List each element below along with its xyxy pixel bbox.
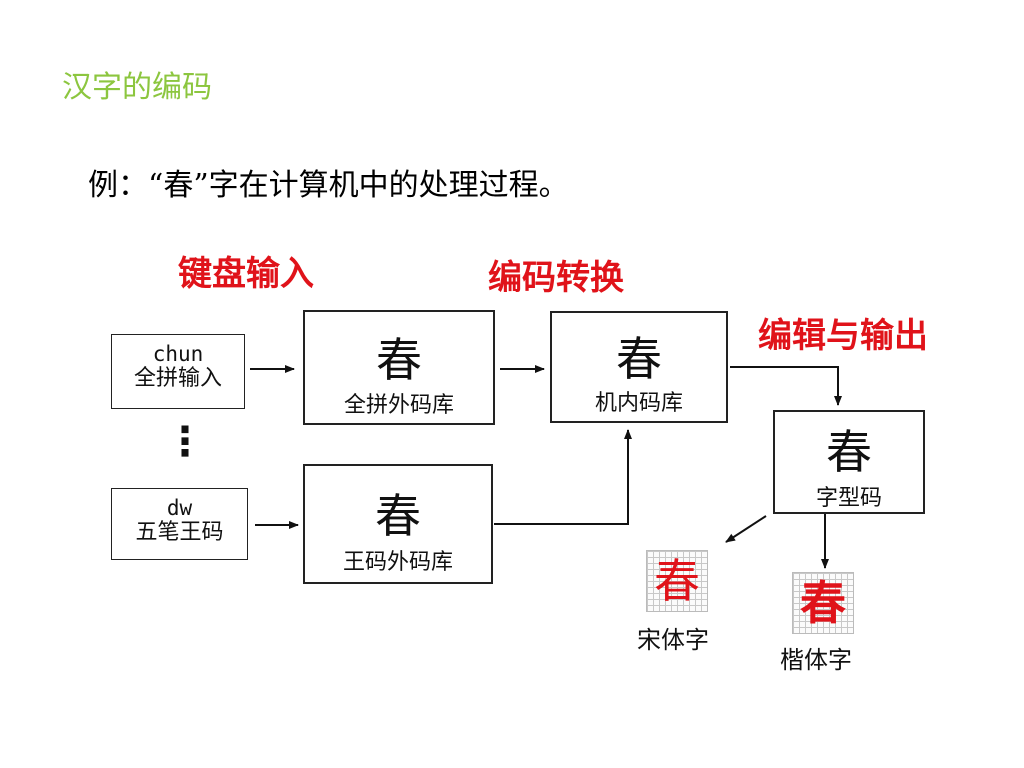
pinyin-lib-char: 春 xyxy=(376,333,422,387)
wubi-lib-label: 王码外码库 xyxy=(342,550,453,575)
internal-lib-char: 春 xyxy=(616,332,662,386)
internal-code-library-box: 春 机内码库 xyxy=(550,311,728,423)
wubi-method: 五笔王码 xyxy=(135,520,224,545)
song-glyph: 春 xyxy=(654,554,700,608)
stage-label-edit-output: 编辑与输出 xyxy=(758,316,928,356)
pinyin-code-library-box: 春 全拼外码库 xyxy=(303,310,495,425)
arrow-wubi-lib-to-internal xyxy=(494,429,632,525)
wubi-lib-char: 春 xyxy=(375,489,421,543)
glyph-code-box: 春 字型码 xyxy=(773,410,925,514)
arrow-glyph-to-song xyxy=(725,515,767,543)
wubi-input-box: dw 五笔王码 xyxy=(111,488,248,560)
internal-lib-label: 机内码库 xyxy=(594,391,683,416)
stage-label-keyboard-input: 键盘输入 xyxy=(178,254,314,294)
pinyin-lib-label: 全拼外码库 xyxy=(343,393,454,418)
pinyin-input-box: chun 全拼输入 xyxy=(111,334,245,409)
arrow-internal-to-glyph xyxy=(730,366,842,406)
song-glyph-tile: 春 xyxy=(646,550,708,612)
wubi-code-library-box: 春 王码外码库 xyxy=(303,464,493,584)
pinyin-method: 全拼输入 xyxy=(133,366,222,391)
stage-label-encoding-conversion: 编码转换 xyxy=(488,258,624,298)
glyph-code-char: 春 xyxy=(826,425,872,479)
kai-glyph-tile: 春 xyxy=(792,572,854,634)
kai-glyph: 春 xyxy=(800,576,846,630)
page-title: 汉字的编码 xyxy=(62,70,212,105)
example-text: 例：“春”字在计算机中的处理过程。 xyxy=(88,168,569,203)
vertical-ellipsis: ⋮ xyxy=(165,419,205,465)
glyph-code-label: 字型码 xyxy=(815,486,882,511)
kai-caption: 楷体字 xyxy=(780,646,852,674)
wubi-code: dw xyxy=(166,496,193,520)
pinyin-code: chun xyxy=(152,342,204,366)
song-caption: 宋体字 xyxy=(637,626,709,654)
